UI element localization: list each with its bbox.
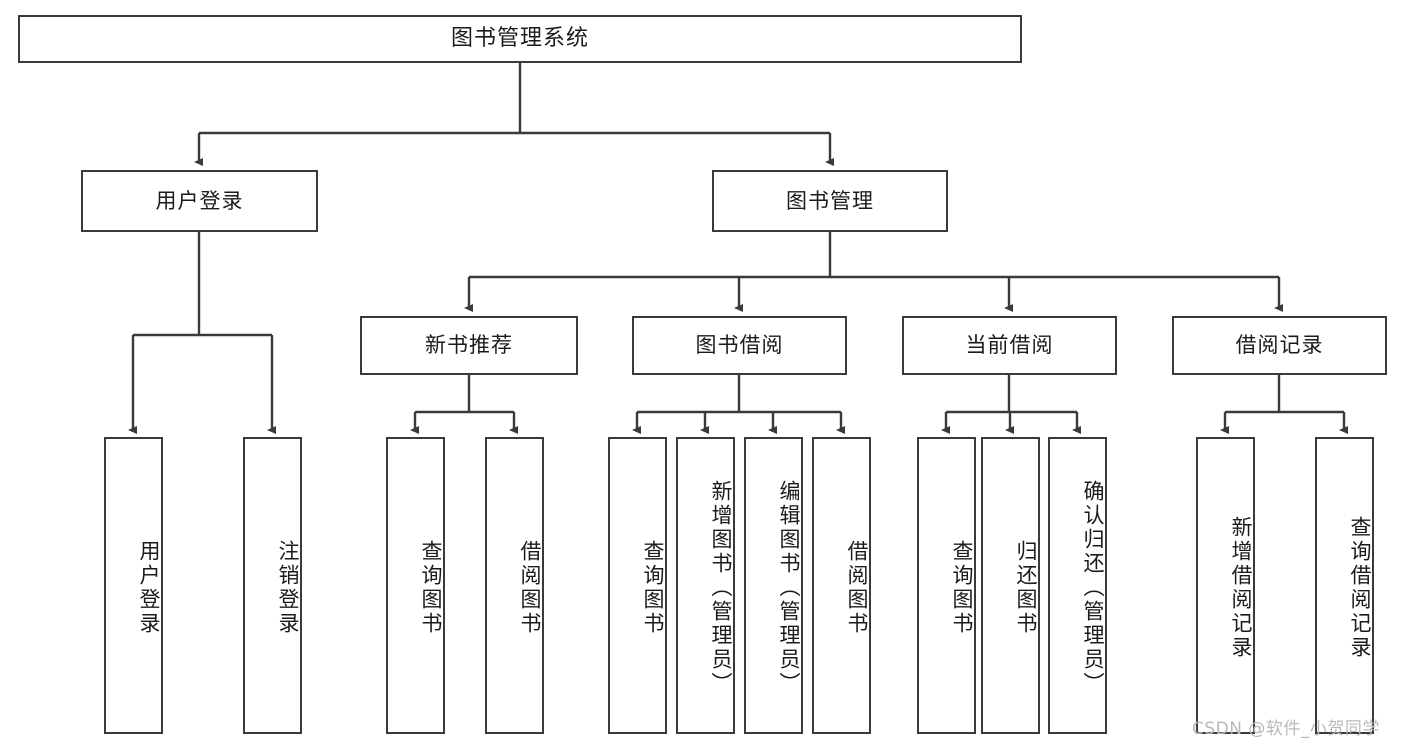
node-label: 查询图书	[950, 539, 974, 636]
node-label: 查询图书	[641, 539, 665, 636]
leaf-query-borrow-record[interactable]: 查询借阅记录	[1315, 437, 1374, 734]
leaf-borrow-book-recommend[interactable]: 借阅图书	[485, 437, 544, 734]
node-current-borrow[interactable]: 当前借阅	[902, 316, 1117, 375]
node-label: 借阅图书	[845, 539, 869, 636]
node-label: 新增借阅记录	[1229, 515, 1253, 660]
leaf-borrow-book[interactable]: 借阅图书	[812, 437, 871, 734]
node-label: 用户登录	[155, 188, 244, 213]
leaf-confirm-return[interactable]: 确认归还（管理员）	[1048, 437, 1107, 734]
node-label: 图书管理系统	[450, 26, 589, 52]
node-label: 编辑图书（管理员）	[777, 479, 801, 696]
node-label: 图书借阅	[695, 333, 784, 358]
leaf-query-book-recommend[interactable]: 查询图书	[386, 437, 445, 734]
node-book-manage[interactable]: 图书管理	[712, 170, 948, 232]
leaf-query-book-borrow[interactable]: 查询图书	[608, 437, 667, 734]
leaf-query-book-current[interactable]: 查询图书	[917, 437, 976, 734]
node-label: 查询图书	[419, 539, 443, 636]
node-user-login[interactable]: 用户登录	[81, 170, 318, 232]
leaf-edit-book[interactable]: 编辑图书（管理员）	[744, 437, 803, 734]
node-label: 注销登录	[276, 539, 300, 636]
node-book-borrow[interactable]: 图书借阅	[632, 316, 847, 375]
leaf-add-book[interactable]: 新增图书（管理员）	[676, 437, 735, 734]
node-label: 归还图书	[1014, 539, 1038, 636]
node-label: 借阅记录	[1235, 333, 1324, 358]
node-label: 用户登录	[137, 539, 161, 636]
node-root-system[interactable]: 图书管理系统	[18, 15, 1022, 63]
leaf-add-borrow-record[interactable]: 新增借阅记录	[1196, 437, 1255, 734]
node-label: 确认归还（管理员）	[1081, 479, 1105, 696]
node-label: 查询借阅记录	[1348, 515, 1372, 660]
leaf-user-login[interactable]: 用户登录	[104, 437, 163, 734]
node-label: 新增图书（管理员）	[709, 479, 733, 696]
node-label: 借阅图书	[518, 539, 542, 636]
leaf-return-book[interactable]: 归还图书	[981, 437, 1040, 734]
leaf-logout-login[interactable]: 注销登录	[243, 437, 302, 734]
node-borrow-record[interactable]: 借阅记录	[1172, 316, 1387, 375]
node-label: 当前借阅	[965, 333, 1054, 358]
node-label: 图书管理	[786, 188, 874, 213]
node-label: 新书推荐	[425, 333, 513, 358]
node-new-book-recommend[interactable]: 新书推荐	[360, 316, 578, 375]
